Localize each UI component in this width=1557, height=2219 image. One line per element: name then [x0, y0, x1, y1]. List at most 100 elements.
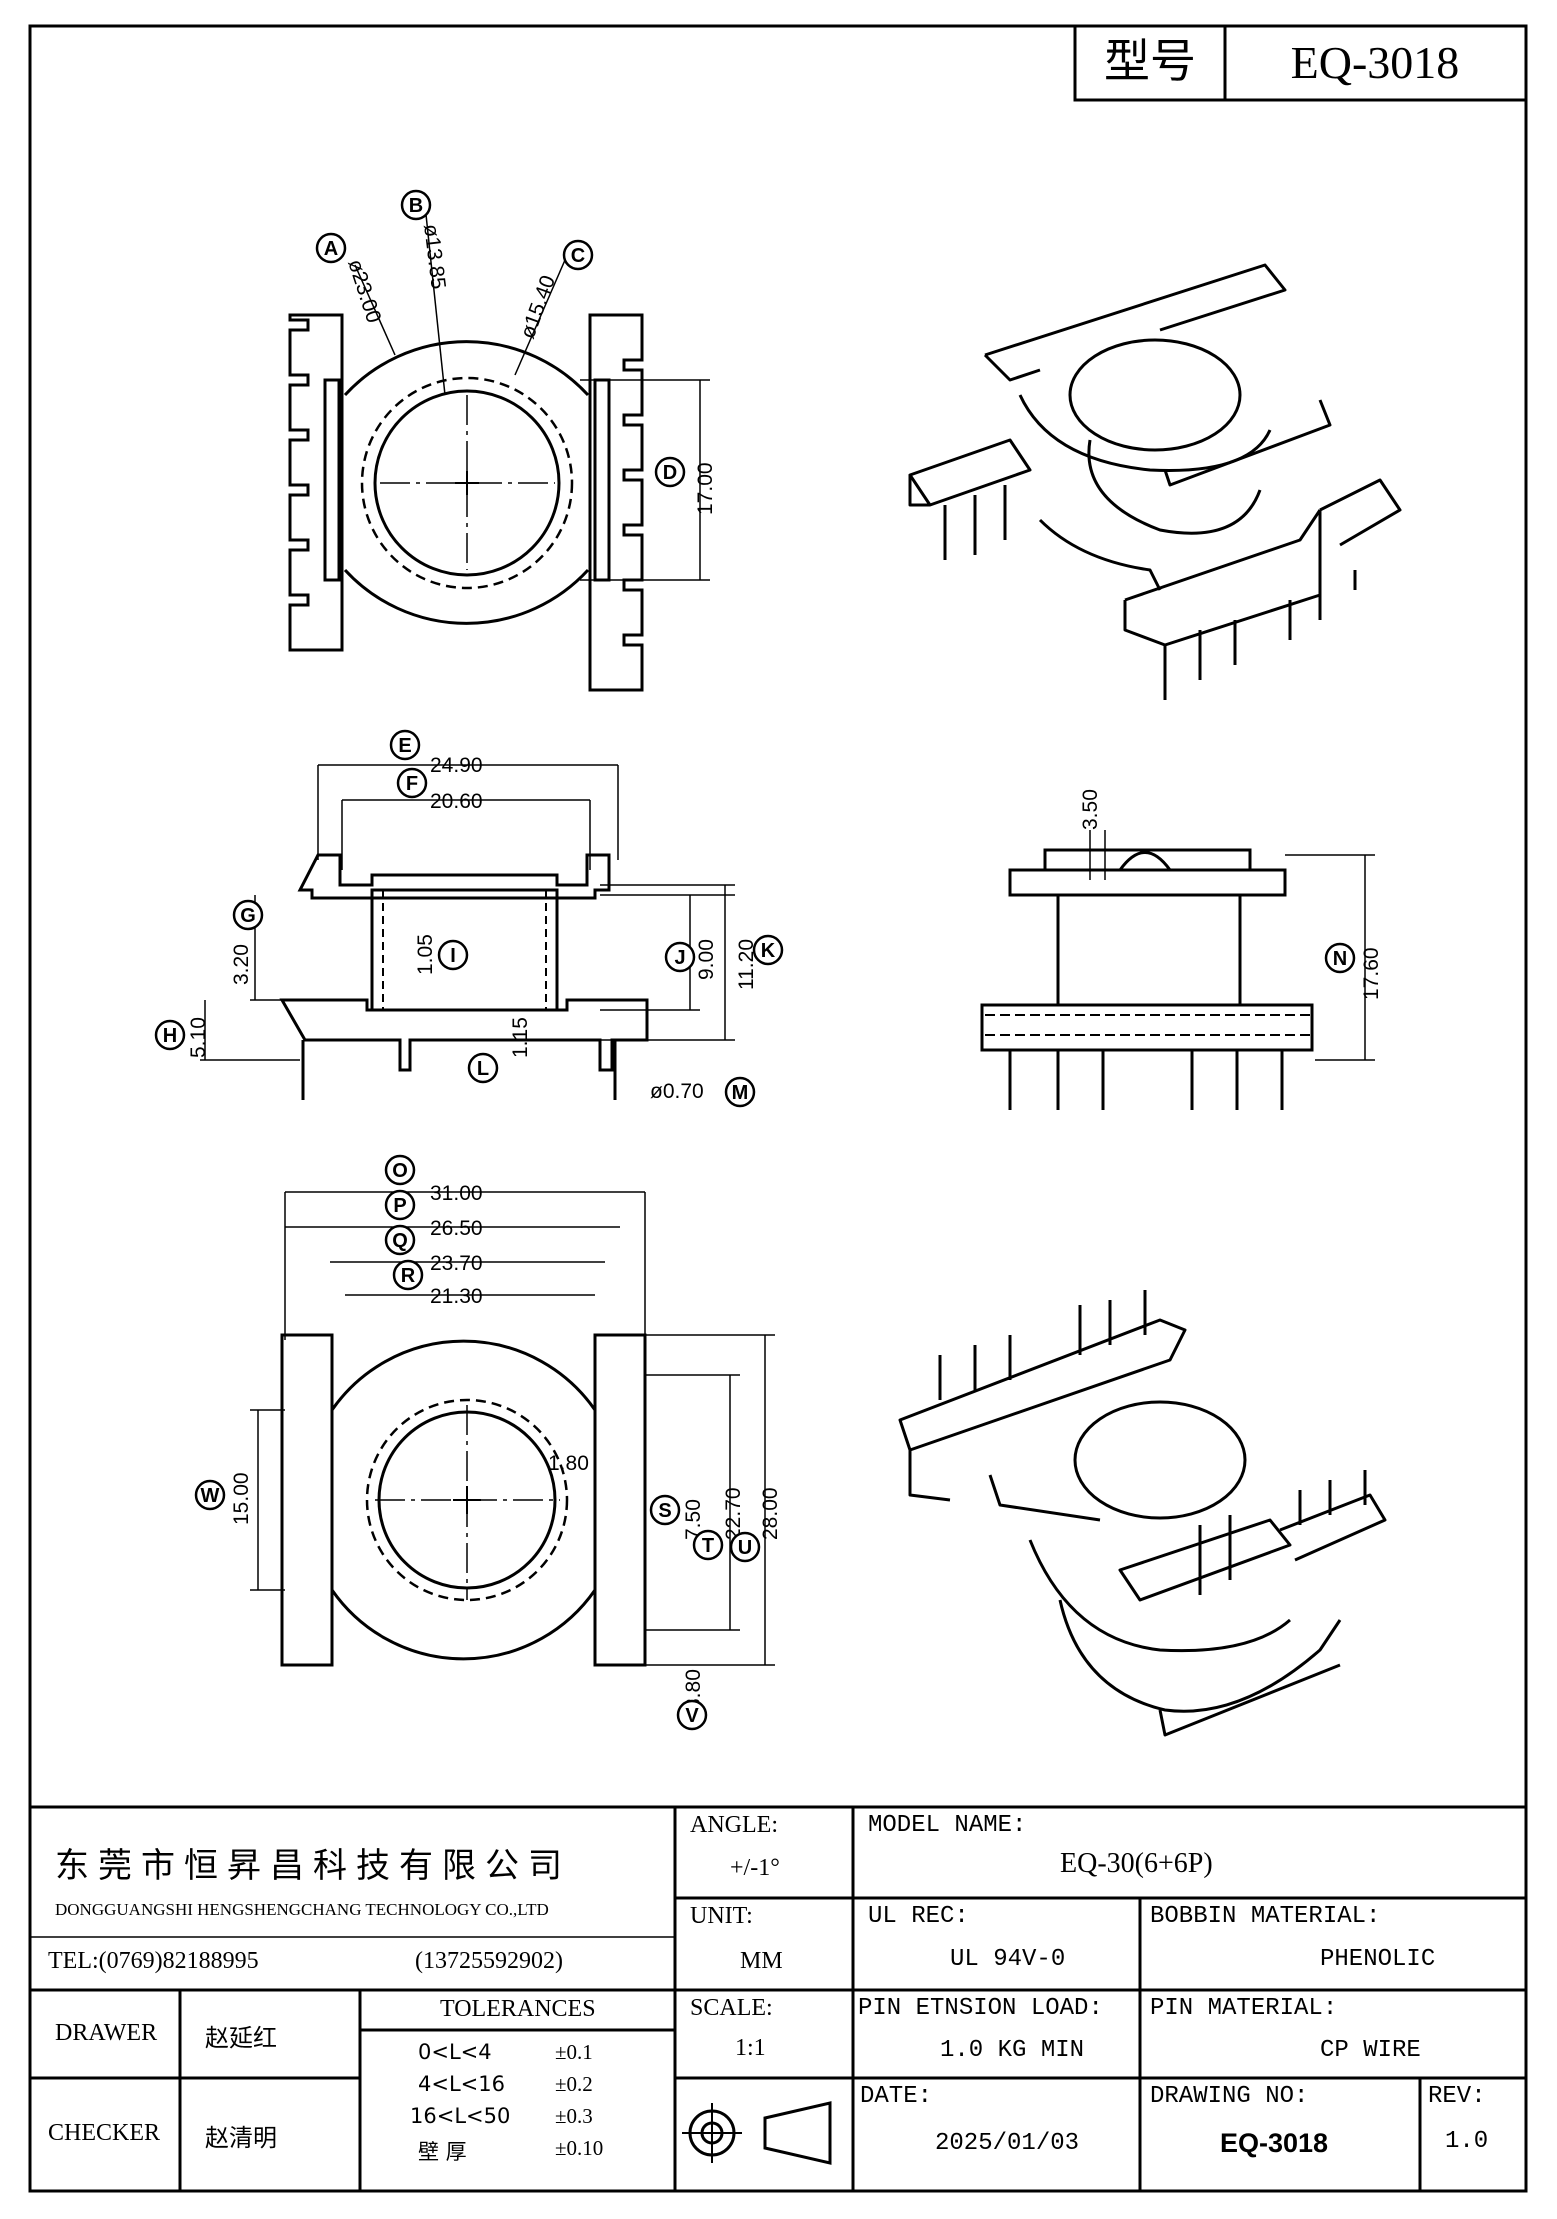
angle-value: +/-1° [730, 1855, 780, 1881]
ul-value: UL 94V-0 [950, 1946, 1066, 1973]
tolerance-value: ±0.10 [555, 2136, 604, 2160]
callout-letter: L [477, 1058, 489, 1080]
bobbin-material-label: BOBBIN MATERIAL: [1150, 1903, 1381, 1930]
callout-s: S [649, 1494, 681, 1526]
callout-w: W [194, 1479, 226, 1511]
pin-material-label: PIN MATERIAL: [1150, 1995, 1338, 2022]
dim-q: 23.70 [430, 1252, 483, 1275]
date-label: DATE: [860, 2083, 933, 2110]
callout-letter: O [392, 1160, 408, 1182]
model-title-label: 型号 [1104, 34, 1196, 88]
tolerances-label: TOLERANCES [440, 1996, 596, 2022]
callout-a: A [315, 232, 347, 264]
callout-o: O [384, 1154, 416, 1186]
drawing-no-label: DRAWING NO: [1150, 2083, 1309, 2110]
callout-letter: J [674, 947, 685, 969]
pin-load-value: 1.0 KG MIN [940, 2037, 1085, 2064]
dim-g: 3.20 [230, 944, 253, 985]
callout-n: N [1324, 942, 1356, 974]
callout-v: V [676, 1699, 708, 1731]
callout-e: E [389, 729, 421, 761]
company-name-en: DONGGUANGSHI HENGSHENGCHANG TECHNOLOGY C… [55, 1900, 549, 1919]
callout-letter: R [401, 1265, 416, 1287]
dim-m: ø0.70 [650, 1080, 704, 1103]
callout-letter: F [406, 773, 418, 795]
model-name-value: EQ-30(6+6P) [1060, 1848, 1213, 1879]
dim-w: 15.00 [230, 1472, 253, 1525]
callout-letter: H [163, 1025, 177, 1047]
dim-s: 7.50 [682, 1499, 705, 1540]
callout-letter: P [393, 1195, 406, 1217]
dim-i: 1.05 [414, 934, 437, 975]
dim-n: 17.60 [1360, 947, 1383, 1000]
callout-c: C [562, 239, 594, 271]
callout-d: D [654, 456, 686, 488]
callout-m: M [724, 1076, 756, 1108]
title-block-grid [30, 1805, 1526, 2191]
dim-t: 22.70 [722, 1487, 745, 1540]
callout-letter: D [663, 462, 677, 484]
drawer-label: DRAWER [55, 2020, 158, 2046]
callout-q: Q [384, 1224, 416, 1256]
dim-l: 1.15 [509, 1017, 532, 1058]
dim-k: 11.20 [735, 939, 758, 990]
dim-a: ø23.00 [343, 256, 385, 325]
iso-view-1 [908, 263, 1402, 700]
dim-d: 17.00 [694, 462, 717, 515]
date-value: 2025/01/03 [935, 2130, 1080, 2157]
dim-u: 28.00 [759, 1487, 782, 1540]
dim-e: 24.90 [430, 754, 483, 777]
callout-letter: I [450, 945, 456, 967]
checker-label: CHECKER [48, 2120, 161, 2146]
dim-v: 3.80 [682, 1669, 705, 1710]
tolerance-value: ±0.3 [555, 2104, 593, 2128]
callout-b: B [400, 189, 432, 221]
model-name-label: MODEL NAME: [868, 1812, 1027, 1839]
unit-value: MM [740, 1948, 783, 1974]
callout-letter: Q [392, 1230, 408, 1252]
dim-j: 9.00 [695, 939, 718, 980]
callout-letter: T [702, 1535, 714, 1557]
company-tel: TEL:(0769)82188995 [48, 1948, 259, 1974]
callout-letter: M [732, 1082, 749, 1104]
callout-letter: E [398, 735, 411, 757]
dim-o: 31.00 [430, 1182, 483, 1205]
dim-r: 21.30 [430, 1285, 483, 1308]
side-view [980, 830, 1375, 1110]
company-mobile: (13725592902) [415, 1948, 563, 1974]
callout-f: F [396, 767, 428, 799]
callout-letter: G [240, 905, 256, 927]
callout-letter: A [324, 238, 338, 260]
callout-h: H [154, 1019, 186, 1051]
bottom-view [250, 1191, 775, 1667]
callout-k: K [752, 934, 784, 966]
callout-i: I [437, 939, 469, 971]
tolerance-value: ±0.2 [555, 2072, 593, 2096]
front-view [200, 764, 735, 1100]
tolerance-range: 16<L<50 [410, 2104, 511, 2128]
model-title-value: EQ-3018 [1291, 37, 1460, 88]
pin-material-value: CP WIRE [1320, 2037, 1421, 2064]
checker-value: 赵清明 [205, 2124, 277, 2152]
callout-j: J [664, 941, 696, 973]
dim-s-small: 1.80 [548, 1452, 589, 1475]
tolerance-range: 壁 厚 [418, 2140, 467, 2164]
callout-letter: K [761, 940, 776, 962]
pin-load-label: PIN ETNSION LOAD: [858, 1995, 1103, 2022]
drawer-value: 赵延红 [205, 2024, 277, 2052]
ul-label: UL REC: [868, 1903, 969, 1930]
callout-l: L [467, 1052, 499, 1084]
dim-b: ø13.85 [419, 223, 450, 291]
callout-letter: V [685, 1705, 699, 1727]
callout-letter: S [658, 1500, 671, 1522]
callout-g: G [232, 899, 264, 931]
dim-n-top: 3.50 [1079, 789, 1102, 830]
unit-label: UNIT: [690, 1903, 753, 1929]
callout-t: T [692, 1529, 724, 1561]
callout-letter: C [571, 245, 585, 267]
rev-value: 1.0 [1445, 2128, 1489, 2155]
callout-letter: N [1333, 948, 1347, 970]
callout-letter: W [201, 1485, 220, 1507]
